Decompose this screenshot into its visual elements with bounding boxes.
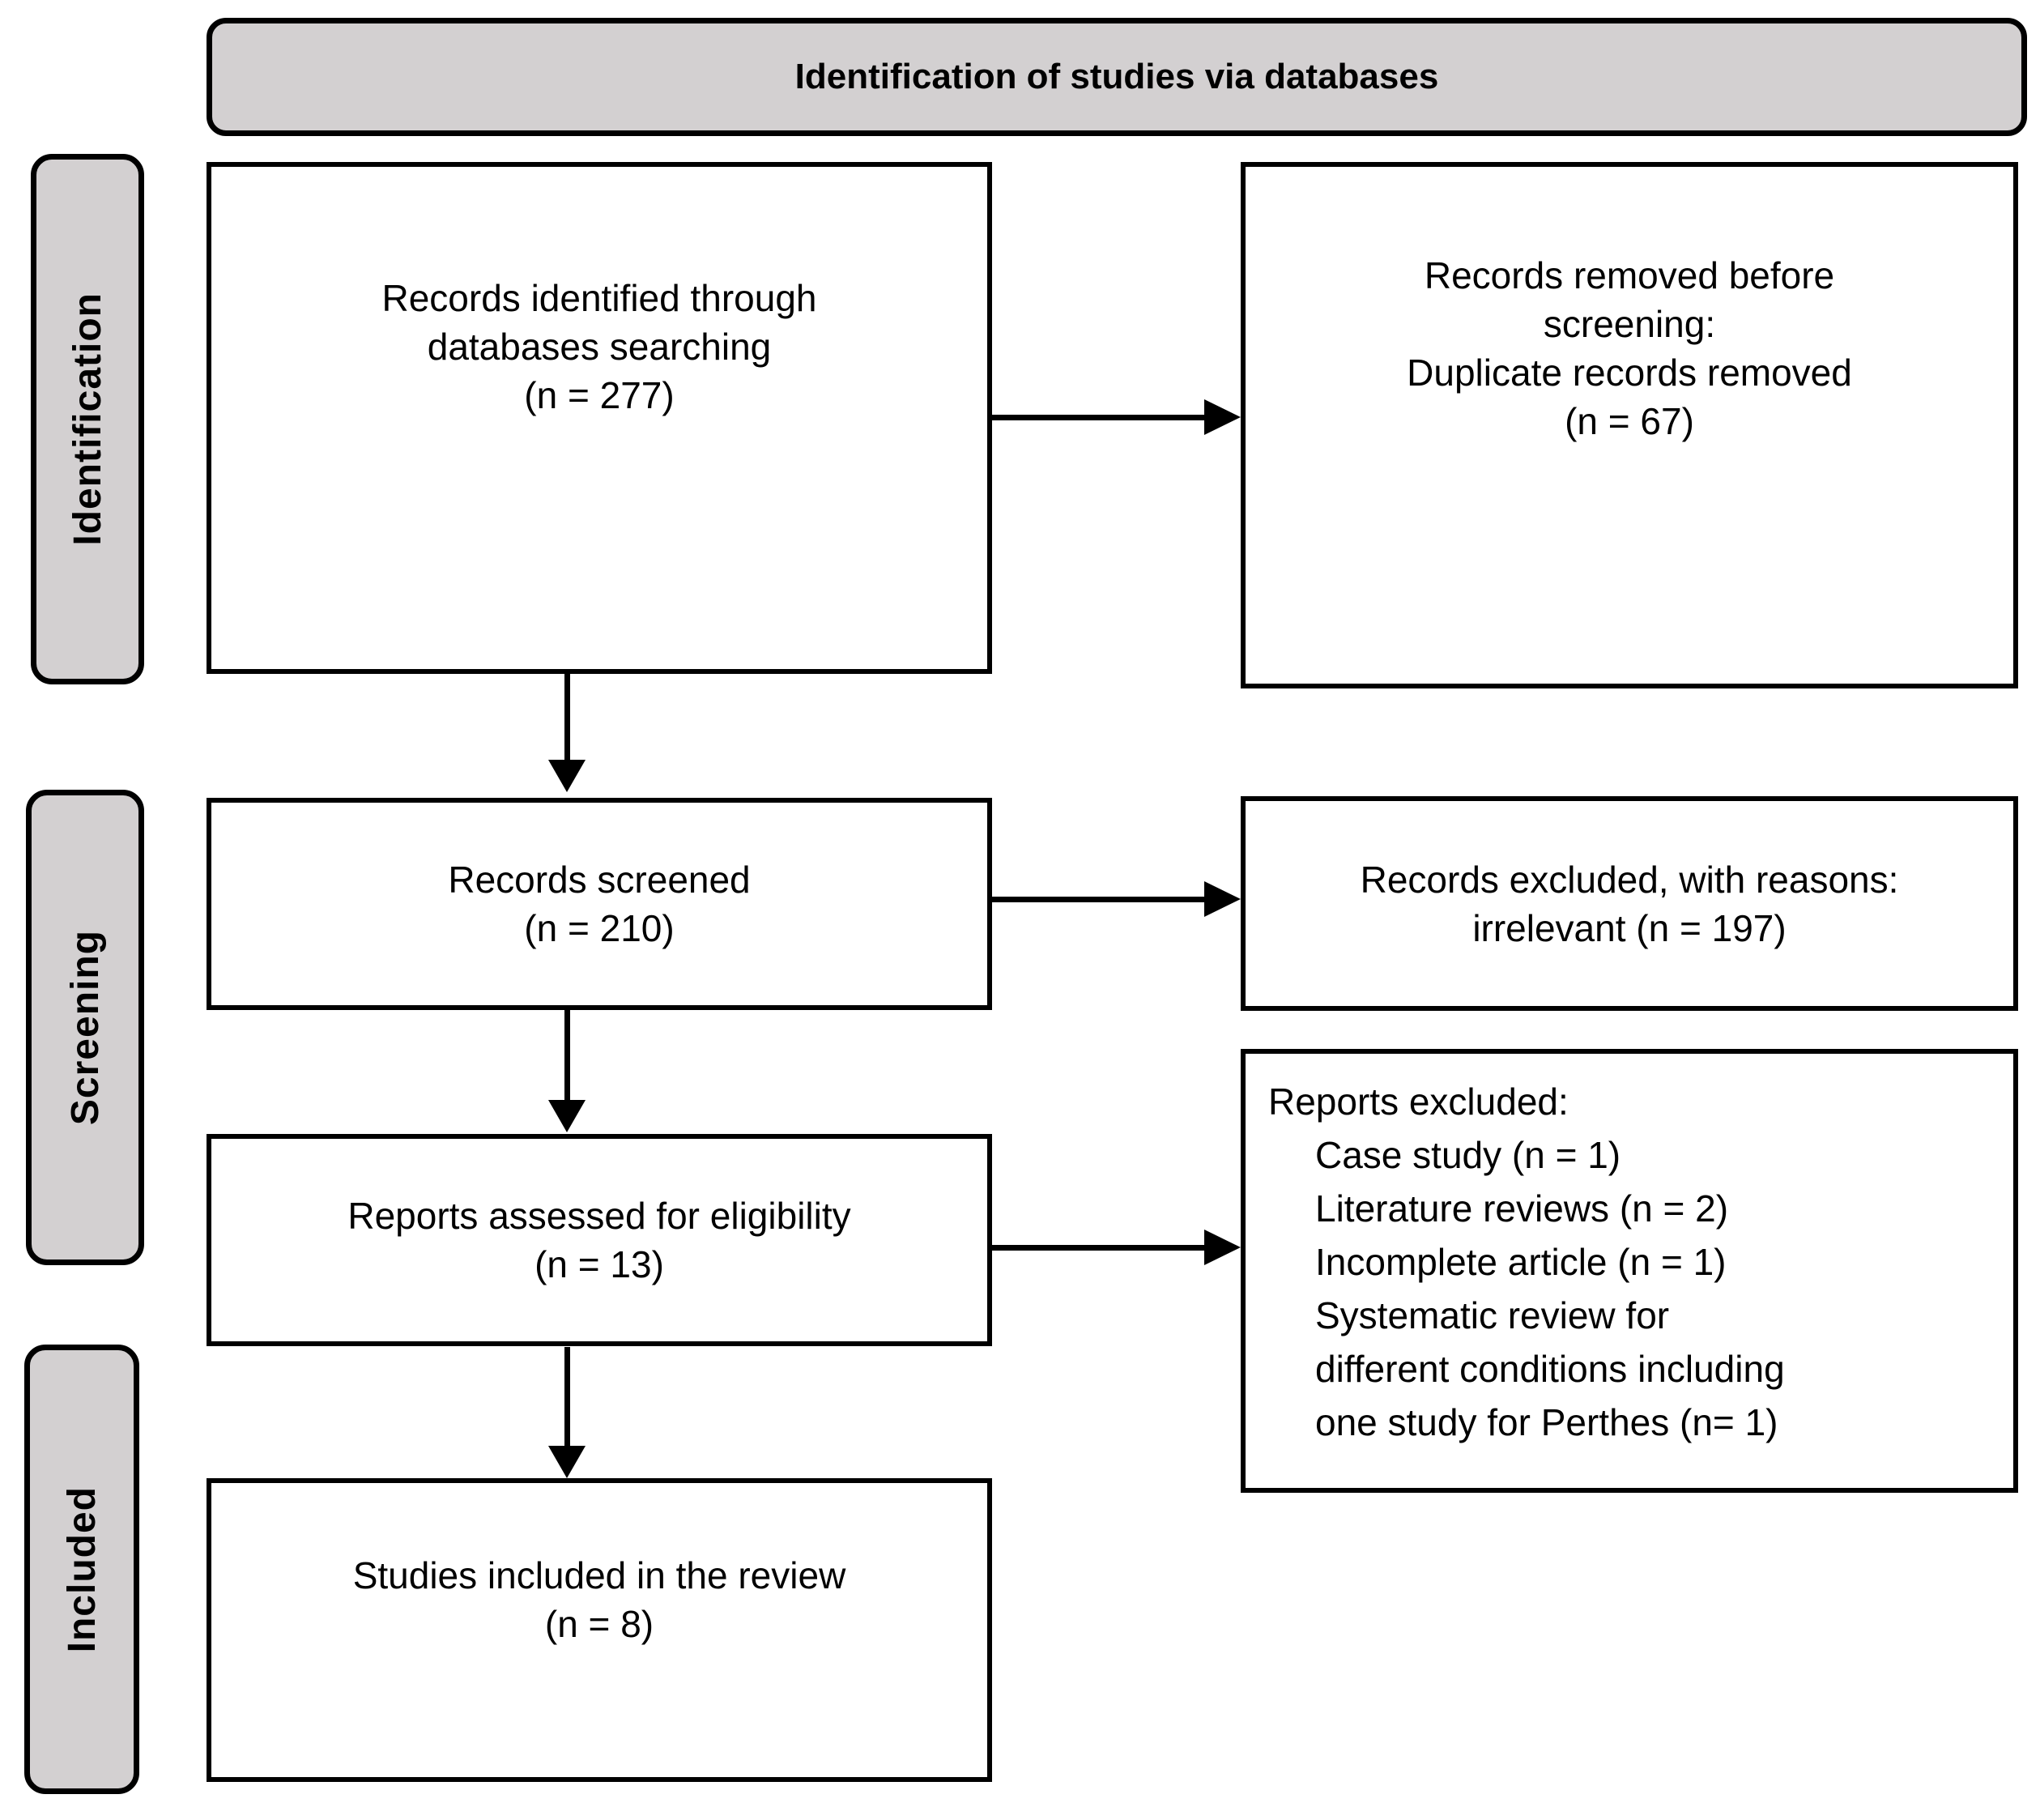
arrow-right-line [992,897,1204,902]
arrow-down-icon [548,760,586,792]
box-records-screened-count: (n = 210) [524,907,675,949]
stage-label-included-text: Included [60,1485,104,1653]
diagram-header-title: Identification of studies via databases [794,57,1439,96]
box-records-identified: Records identified through databases sea… [207,162,992,674]
box-reports-excluded-item: Case study (n = 1) [1315,1134,1621,1176]
stage-label-screening-text: Screening [63,929,107,1126]
arrow-down-icon [548,1100,586,1132]
box-reports-assessed-line: Reports assessed for eligibility [347,1195,851,1237]
box-studies-included: Studies included in the review (n = 8) [207,1478,992,1782]
box-reports-excluded-item: Systematic review for different conditio… [1315,1294,1785,1443]
box-records-removed-line: Records removed before [1424,254,1835,296]
arrow-down-line [564,1010,570,1100]
diagram-header: Identification of studies via databases [207,18,2027,136]
box-records-excluded: Records excluded, with reasons: irreleva… [1241,796,2018,1011]
stage-label-identification-text: Identification [66,292,109,546]
box-reports-excluded-item: Incomplete article (n = 1) [1315,1241,1727,1283]
box-reports-excluded: Reports excluded: Case study (n = 1) Lit… [1241,1049,2018,1493]
box-records-identified-line: databases searching [427,326,772,368]
arrow-right-icon [1204,1230,1241,1265]
arrow-right-icon [1204,399,1241,435]
stage-label-identification: Identification [31,154,144,684]
box-records-identified-line: Records identified through [381,277,817,319]
box-records-identified-count: (n = 277) [524,374,675,416]
box-records-excluded-line: Records excluded, with reasons: [1360,858,1899,901]
box-records-screened-line: Records screened [448,859,751,901]
box-reports-assessed-count: (n = 13) [534,1243,664,1285]
box-reports-assessed: Reports assessed for eligibility (n = 13… [207,1134,992,1346]
box-records-removed-line: Duplicate records removed [1407,352,1852,394]
box-records-removed-line: screening: [1543,303,1716,345]
arrow-right-line [992,415,1204,420]
box-reports-excluded-heading: Reports excluded: [1268,1080,1569,1123]
stage-label-screening: Screening [26,790,144,1265]
box-studies-included-count: (n = 8) [544,1603,654,1645]
box-records-screened: Records screened (n = 210) [207,798,992,1010]
arrow-right-icon [1204,881,1241,917]
arrow-down-line [564,1347,570,1446]
box-records-excluded-count: irrelevant (n = 197) [1472,906,1787,949]
arrow-down-icon [548,1446,586,1478]
arrow-down-line [564,674,570,760]
box-records-removed: Records removed before screening: Duplic… [1241,162,2018,688]
arrow-right-line [992,1245,1204,1251]
stage-label-included: Included [24,1345,139,1794]
box-studies-included-line: Studies included in the review [352,1554,846,1596]
box-reports-excluded-item: Literature reviews (n = 2) [1315,1187,1729,1230]
box-records-removed-count: (n = 67) [1565,400,1694,442]
